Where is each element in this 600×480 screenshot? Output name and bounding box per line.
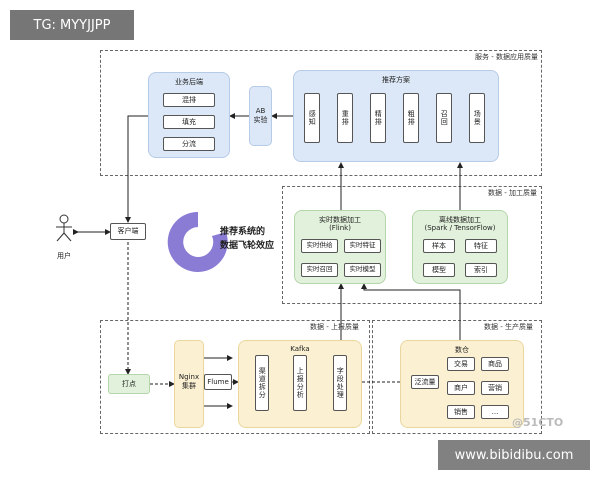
kafka-stage-channel-split: 渠道拆分 xyxy=(255,355,269,411)
user-icon xyxy=(56,214,72,242)
source-credit: @51CTO xyxy=(512,416,564,429)
recommendation-panel: 推荐方案 感知 重排 精排 粗排 召回 场景 xyxy=(293,70,499,162)
rec-stage-coarse-rank: 粗排 xyxy=(403,93,419,143)
flume-box: Flume xyxy=(204,374,232,390)
business-backend-panel: 业务后端 混排 填充 分流 xyxy=(148,72,230,158)
nginx-label: Nginx 集群 xyxy=(178,373,200,391)
nginx-cluster-panel: Nginx 集群 xyxy=(174,340,204,428)
ab-test-panel: AB 实验 xyxy=(249,86,272,146)
production-quality-label: 数据 - 生产质量 xyxy=(484,323,533,331)
realtime-title: 实时数据加工 xyxy=(319,216,361,224)
warehouse-item-goods: 商品 xyxy=(481,357,509,371)
tracking-label: 打点 xyxy=(122,380,136,388)
rec-stage-recall: 召回 xyxy=(436,93,452,143)
warehouse-flow-box: 泛流量 xyxy=(411,375,439,389)
warehouse-item-more: ... xyxy=(481,405,509,419)
offline-item-index: 索引 xyxy=(465,263,497,277)
upload-quality-zone xyxy=(100,320,370,434)
backend-item-split: 分流 xyxy=(163,137,215,151)
realtime-item-recall: 实时召回 xyxy=(301,263,338,277)
rec-stage-fine-rank: 精排 xyxy=(370,93,386,143)
user-label: 用户 xyxy=(57,252,71,260)
kafka-panel: Kafka 渠道拆分 上报分析 字段处理 xyxy=(238,340,362,428)
flywheel-ring-arc xyxy=(167,211,228,272)
tracking-panel: 打点 xyxy=(108,374,150,394)
upload-quality-label: 数据 - 上报质量 xyxy=(310,323,359,331)
warehouse-item-marketing: 营销 xyxy=(481,381,509,395)
site-watermark: www.bibidibu.com xyxy=(438,440,590,470)
warehouse-item-sales: 销售 xyxy=(447,405,475,419)
warehouse-title: 数仓 xyxy=(455,346,469,354)
rec-stage-scene: 场景 xyxy=(469,93,485,143)
offline-item-sample: 样本 xyxy=(423,239,455,253)
client-box: 客户端 xyxy=(110,223,146,240)
backend-item-mix: 混排 xyxy=(163,93,215,107)
realtime-item-supply: 实时供给 xyxy=(301,239,338,253)
recommendation-title: 推荐方案 xyxy=(382,76,410,84)
realtime-item-model: 实时模型 xyxy=(344,263,381,277)
offline-title: 离线数据加工 xyxy=(439,216,481,224)
flywheel-caption-line2: 数据飞轮效应 xyxy=(220,241,275,251)
data-warehouse-panel: 数仓 泛流量 交易 商品 商户 营销 销售 ... xyxy=(400,340,524,428)
processing-quality-label: 数据 - 加工质量 xyxy=(488,189,537,197)
offline-item-feature: 特征 xyxy=(465,239,497,253)
flywheel-caption-line1: 推荐系统的 xyxy=(220,227,266,237)
rec-stage-rerank: 重排 xyxy=(337,93,353,143)
flywheel-ring-icon xyxy=(167,211,228,272)
backend-item-fill: 填充 xyxy=(163,115,215,129)
business-backend-title: 业务后端 xyxy=(175,78,203,86)
realtime-processing-panel: 实时数据加工 (Flink) 实时供给 实时特征 实时召回 实时模型 xyxy=(294,210,386,284)
realtime-item-feature: 实时特征 xyxy=(344,239,381,253)
service-quality-label: 服务 - 数据应用质量 xyxy=(475,53,538,61)
offline-item-model: 模型 xyxy=(423,263,455,277)
tg-tag: TG: MYYJJPP xyxy=(10,10,134,40)
backend-to-client-line xyxy=(125,115,148,223)
offline-processing-panel: 离线数据加工 (Spark / TensorFlow) 样本 特征 模型 索引 xyxy=(412,210,508,284)
rec-stage-perception: 感知 xyxy=(304,93,320,143)
realtime-subtitle: (Flink) xyxy=(329,224,351,232)
service-quality-zone xyxy=(100,50,542,176)
warehouse-to-offline-line xyxy=(361,283,461,340)
warehouse-item-trade: 交易 xyxy=(447,357,475,371)
production-quality-zone xyxy=(372,320,542,434)
kafka-stage-field-processing: 字段处理 xyxy=(333,355,347,411)
ab-test-label: AB 实验 xyxy=(253,107,268,125)
offline-subtitle: (Spark / TensorFlow) xyxy=(424,224,496,232)
kafka-title: Kafka xyxy=(290,345,310,353)
kafka-stage-report-analysis: 上报分析 xyxy=(293,355,307,411)
warehouse-item-merchant: 商户 xyxy=(447,381,475,395)
processing-quality-zone xyxy=(282,186,542,304)
